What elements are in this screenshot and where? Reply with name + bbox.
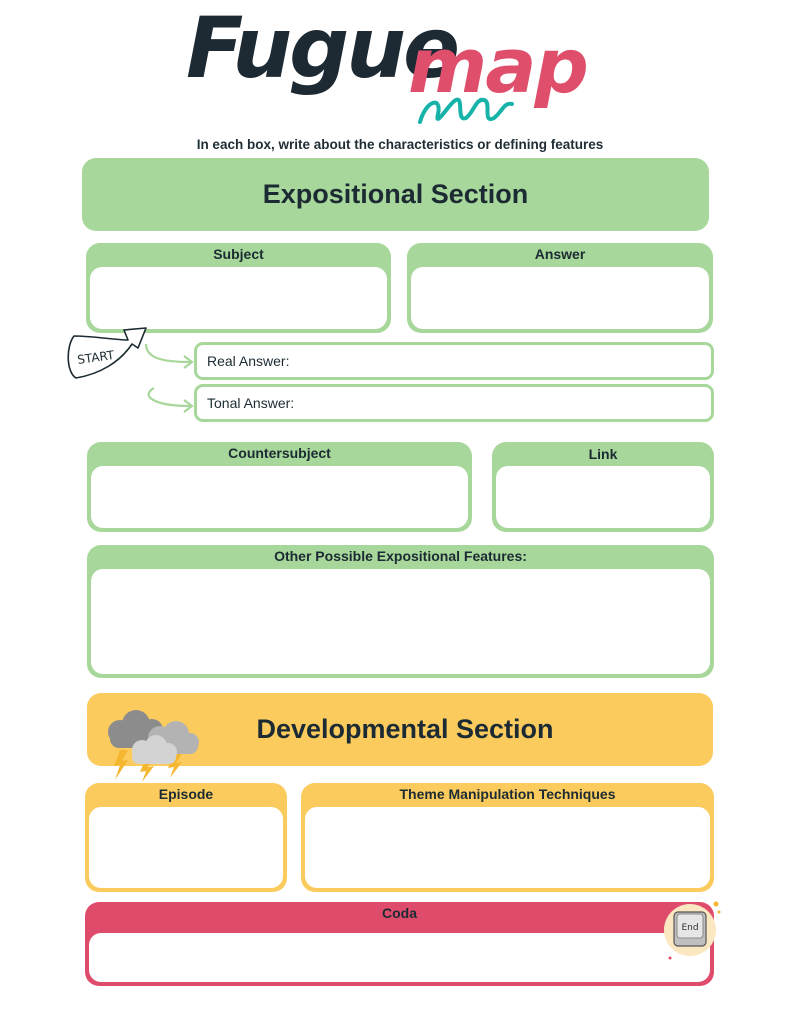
- countersubject-field[interactable]: [91, 466, 468, 528]
- start-sticker-text: START: [76, 348, 115, 367]
- countersubject-label: Countersubject: [228, 445, 331, 461]
- answer-label: Answer: [534, 246, 586, 262]
- coda-box: Coda: [85, 902, 714, 986]
- subject-field[interactable]: [90, 267, 387, 329]
- answer-box: Answer: [407, 243, 713, 333]
- coda-label: Coda: [382, 905, 417, 921]
- expositional-section-banner: Expositional Section: [82, 158, 709, 231]
- coda-field[interactable]: [89, 933, 710, 982]
- end-key-text: End: [681, 923, 698, 933]
- tonal-answer-field[interactable]: Tonal Answer:: [194, 384, 714, 422]
- developmental-heading: Developmental Section: [256, 714, 554, 744]
- real-answer-field[interactable]: Real Answer:: [194, 342, 714, 380]
- other-features-box: Other Possible Expositional Features:: [87, 545, 714, 678]
- expositional-heading: Expositional Section: [262, 179, 529, 209]
- episode-box: Episode: [85, 783, 287, 892]
- answer-field[interactable]: [411, 267, 709, 329]
- other-features-field[interactable]: [91, 569, 710, 674]
- title-word-fugue: Fugue: [186, 0, 460, 97]
- countersubject-box: Countersubject: [87, 442, 472, 532]
- subject-label: Subject: [213, 246, 264, 262]
- other-features-label: Other Possible Expositional Features:: [274, 548, 527, 564]
- theme-manipulation-field[interactable]: [305, 807, 710, 888]
- subject-box: Subject: [86, 243, 391, 333]
- real-answer-label: Real Answer:: [207, 353, 290, 369]
- episode-label: Episode: [158, 786, 214, 802]
- title-logo: Fugue map: [0, 0, 800, 140]
- storm-cloud-icon: [108, 710, 199, 782]
- link-field[interactable]: [496, 466, 710, 528]
- theme-manipulation-label: Theme Manipulation Techniques: [399, 786, 616, 802]
- instructions: In each box, write about the characteris…: [196, 137, 604, 152]
- tonal-answer-label: Tonal Answer:: [207, 395, 295, 411]
- end-key-icon: End: [664, 901, 721, 960]
- theme-manipulation-box: Theme Manipulation Techniques: [301, 783, 714, 892]
- start-arrow-icon: START: [67, 327, 147, 379]
- link-label: Link: [588, 446, 618, 462]
- episode-field[interactable]: [89, 807, 283, 888]
- curved-arrow-icon: [144, 343, 194, 369]
- curved-arrow-icon: [147, 387, 194, 413]
- developmental-section-banner: Developmental Section: [87, 693, 713, 766]
- squiggle-decoration: [418, 97, 514, 124]
- link-box: Link: [492, 442, 714, 532]
- title-word-map: map: [408, 21, 589, 110]
